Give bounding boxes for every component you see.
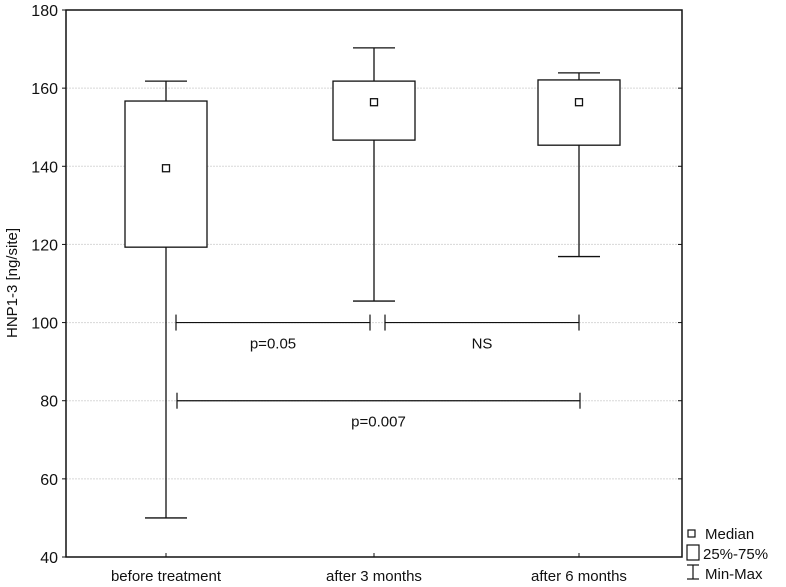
annotation-label: p=0.007 (351, 414, 406, 431)
y-axis: 40 60 80 100 120 140 160 180 (31, 3, 682, 567)
box-after-6-months (537, 72, 621, 258)
x-tick-label: after 6 months (531, 568, 627, 585)
annotation-bracket: p=0.05 (175, 314, 371, 353)
y-tick-label: 160 (31, 81, 58, 98)
annotation-label: NS (472, 336, 493, 353)
median-marker (161, 164, 171, 173)
legend-minmax-label: Min-Max (705, 566, 763, 583)
iqr-box (124, 100, 208, 248)
x-tick-label: after 3 months (326, 568, 422, 585)
legend-box-label: 25%-75% (703, 546, 768, 563)
x-axis: before treatment after 3 months after 6 mo… (111, 553, 627, 585)
legend-box-icon (686, 544, 700, 561)
annotation-label: p=0.05 (250, 336, 296, 353)
y-tick-label: 180 (31, 3, 58, 20)
y-axis-label: HNP1-3 [ng/site] (4, 228, 21, 338)
box-before-treatment (124, 80, 208, 519)
iqr-box (332, 80, 416, 141)
y-tick-label: 80 (40, 394, 58, 411)
y-tick-label: 40 (40, 550, 58, 567)
median-marker (369, 98, 379, 107)
x-tick-label: before treatment (111, 568, 222, 585)
legend-median-label: Median (705, 526, 754, 543)
significance-annotations: p=0.05 NS p=0.007 (175, 314, 581, 431)
legend-median-icon (687, 529, 696, 538)
iqr-box (537, 79, 621, 146)
median-marker (574, 98, 584, 107)
annotation-bracket: p=0.007 (176, 392, 581, 431)
y-tick-label: 120 (31, 237, 58, 254)
legend: Median 25%-75% Min-Max (686, 526, 768, 583)
box-after-3-months (332, 47, 416, 302)
box-series (124, 47, 621, 519)
y-tick-label: 100 (31, 316, 58, 333)
annotation-bracket: NS (384, 314, 580, 353)
y-tick-label: 60 (40, 472, 58, 489)
y-tick-label: 140 (31, 159, 58, 176)
